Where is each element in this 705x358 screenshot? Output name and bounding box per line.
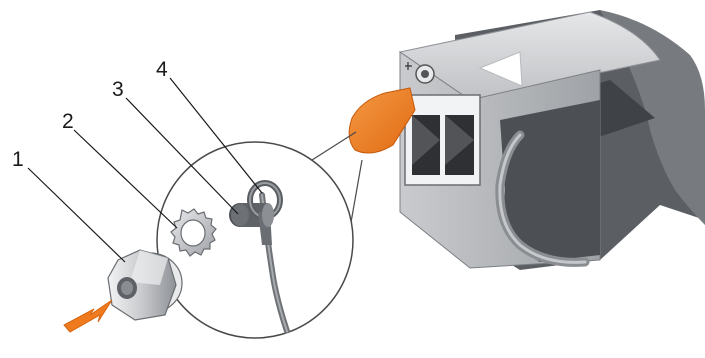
callout-4: 4 <box>156 58 168 81</box>
callout-2: 2 <box>62 110 74 133</box>
callout-3: 3 <box>112 78 124 101</box>
leader-line-2 <box>74 130 177 228</box>
hex-nut <box>108 250 182 320</box>
callout-1: 1 <box>12 148 24 171</box>
power-supply-unit <box>349 10 705 270</box>
leader-line-1 <box>28 168 125 262</box>
removal-arrow-icon <box>64 300 112 332</box>
power-connector <box>405 95 480 185</box>
